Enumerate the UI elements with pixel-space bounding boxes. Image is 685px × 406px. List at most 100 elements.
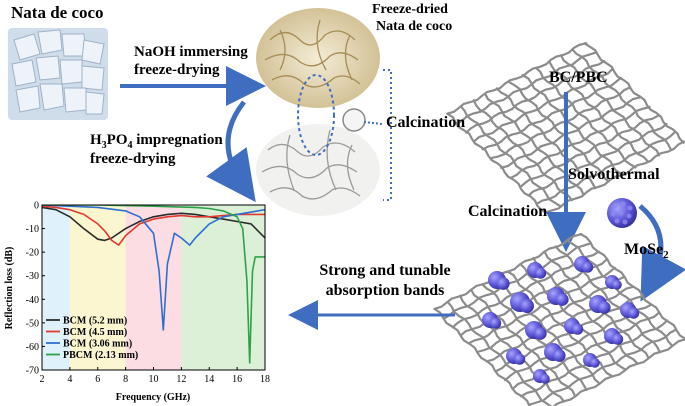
- y-tick-label: -30: [26, 271, 39, 282]
- naoh-step-line2: freeze-drying: [134, 62, 220, 78]
- mesh-fiber: [509, 105, 651, 179]
- x-tick-label: 16: [232, 374, 242, 385]
- mose2-sphere: [514, 353, 526, 365]
- mesh-fiber: [535, 67, 637, 169]
- mesh-fiber: [544, 140, 685, 214]
- mose2-sphere: [612, 279, 622, 290]
- x-tick-label: 4: [67, 374, 72, 385]
- bc-pbc-mesh: [446, 42, 685, 214]
- y-tick-label: -60: [26, 342, 39, 353]
- h3po4-h: H: [90, 132, 102, 148]
- mesh-fiber: [527, 122, 668, 197]
- series-line: [42, 205, 265, 331]
- legend-entry: PBCM (2.13 mm): [63, 350, 138, 361]
- mose2-sphere: [582, 261, 594, 273]
- nata-de-coco-label: Nata de coco: [11, 3, 104, 22]
- mesh-fiber: [552, 338, 685, 406]
- mesh-fiber: [519, 114, 660, 189]
- mesh-fiber: [554, 245, 661, 354]
- legend-entry: BCM (3.06 mm): [63, 339, 132, 350]
- mesh-fiber: [446, 42, 588, 115]
- mose2-sphere: [497, 277, 510, 290]
- arrow-mose2: [638, 204, 685, 302]
- solvothermal-label: Solvothermal: [568, 166, 660, 183]
- frequency-band: [69, 205, 126, 370]
- arrow-h3po4: [206, 100, 256, 203]
- mesh-fiber: [560, 54, 661, 157]
- mose2-sphere: [590, 357, 600, 368]
- mesh-fiber: [460, 105, 562, 208]
- mesh-fiber: [456, 51, 597, 125]
- mose2-sphere: [540, 373, 550, 384]
- mose2-sphere: [535, 267, 547, 279]
- mose2-sphere: [598, 301, 611, 314]
- y-tick-label: -10: [26, 224, 39, 235]
- calcination-right-label: Calcination: [468, 203, 548, 220]
- legend-entry: BCM (5.2 mm): [63, 316, 127, 327]
- mose2-label: MoSe2: [624, 241, 669, 261]
- zoom-connector-line: [363, 121, 383, 125]
- freeze-dried-label-line1: Freeze-dried: [372, 2, 448, 17]
- strong-tunable-line1: Strong and tunable: [319, 262, 451, 279]
- mose2-sphere: [490, 317, 502, 329]
- x-tick-label: 18: [260, 374, 270, 385]
- mesh-fiber: [528, 328, 678, 406]
- mose2-sub: 2: [663, 249, 669, 262]
- strong-tunable-line2: absorption bands: [325, 282, 445, 299]
- x-tick-label: 10: [149, 374, 159, 385]
- mose2-spheres: [482, 256, 640, 384]
- mesh-fiber: [472, 99, 573, 202]
- mesh-fiber: [481, 76, 622, 151]
- mose2-sphere: [553, 349, 566, 362]
- y-tick-label: -40: [26, 295, 39, 306]
- bc-pbc-label: BC/PBC: [549, 69, 608, 86]
- x-axis-label: Frequency (GHz): [116, 392, 191, 403]
- legend-entry: BCM (4.5 mm): [63, 327, 127, 338]
- mose2-sphere: [612, 333, 624, 345]
- mesh-fiber: [548, 60, 649, 163]
- mose2-sphere: [628, 307, 640, 319]
- magnifier-icon: [342, 108, 366, 132]
- mesh-fiber: [535, 131, 676, 205]
- calcination-center-label: Calcination: [386, 114, 466, 131]
- h3po4-rest: impregnation: [132, 132, 223, 148]
- mesh-fiber: [583, 42, 685, 144]
- mesh-fiber: [521, 74, 624, 176]
- naoh-step-line1: NaOH immersing: [134, 44, 248, 60]
- nata-de-coco-cubes-image: [8, 28, 108, 120]
- series-line: [42, 206, 265, 242]
- calcined-sponge-image: [256, 124, 380, 216]
- mose2-sphere: [572, 323, 584, 335]
- mesh-fiber: [495, 87, 597, 190]
- y-tick-label: -70: [26, 366, 39, 377]
- mose2-particle-icon: [607, 198, 637, 228]
- h3po4-step-line1: H3PO4 impregnation: [90, 132, 223, 151]
- mose2-sphere: [534, 327, 547, 340]
- mose2-sphere: [556, 293, 569, 306]
- h3po4-sub2: 4: [127, 140, 133, 151]
- x-tick-label: 6: [95, 374, 100, 385]
- mesh-fiber: [500, 96, 642, 169]
- h3po4-po: PO: [106, 132, 128, 148]
- mose2-text: MoSe: [624, 241, 664, 258]
- mesh-fiber: [465, 60, 606, 134]
- y-tick-label: 0: [34, 201, 39, 212]
- y-tick-label: -50: [26, 318, 39, 329]
- h3po4-step-line2: freeze-drying: [90, 151, 176, 167]
- mose2-sphere: [520, 299, 534, 313]
- mesh-fiber: [571, 48, 672, 151]
- y-axis-label: Reflection loss (dB): [4, 247, 15, 330]
- x-tick-label: 14: [204, 374, 214, 385]
- mesh-fiber: [579, 232, 685, 340]
- series-line: [42, 205, 265, 364]
- freeze-dried-sponge-image: [256, 8, 380, 108]
- mesh-fiber: [473, 68, 614, 143]
- chart-legend: BCM (5.2 mm)BCM (4.5 mm)BCM (3.06 mm)PBC…: [46, 316, 138, 361]
- x-tick-label: 12: [176, 374, 186, 385]
- calcination-bracket: [383, 69, 392, 201]
- x-tick-label: 8: [123, 374, 128, 385]
- h3po4-sub1: 3: [101, 140, 107, 151]
- y-tick-label: -20: [26, 248, 39, 259]
